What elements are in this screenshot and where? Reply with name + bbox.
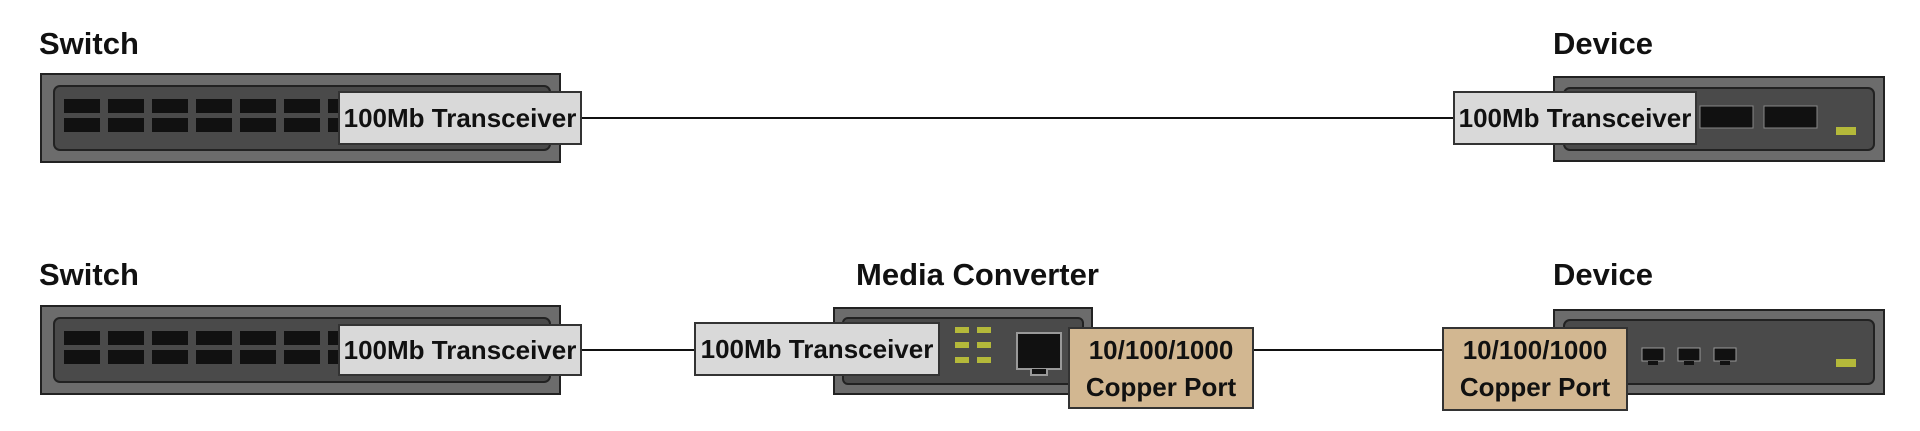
row2-device-rj45-port [1677,347,1701,365]
row1-device-transceiver: 100Mb Transceiver [1453,91,1697,145]
row1-device-sfp-port [1763,105,1818,129]
row2-switch-heading: Switch [39,257,139,292]
media-converter-copper-label-line2: Copper Port [1086,372,1237,402]
row1-switch-heading: Switch [39,26,139,61]
media-converter-transceiver: 100Mb Transceiver [694,322,940,376]
media-converter-rj45-port [1016,332,1062,376]
row2-switch-ports [64,331,340,364]
row1-switch-transceiver: 100Mb Transceiver [338,91,582,145]
row2-switch-transceiver: 100Mb Transceiver [338,324,582,376]
media-converter-copper-port: 10/100/1000 Copper Port [1068,327,1254,409]
row2-device-copper-label-line1: 10/100/1000 [1463,335,1608,365]
row1-device-sfp-port [1699,105,1754,129]
row2-device-copper-port: 10/100/1000 Copper Port [1442,327,1628,411]
row1-switch-transceiver-label: 100Mb Transceiver [344,103,577,133]
media-converter-copper-label-line1: 10/100/1000 [1089,335,1234,365]
row2-converter-heading: Media Converter [856,257,1099,292]
media-converter-leds [955,327,991,363]
row2-device-rj45-port [1713,347,1737,365]
row2-switch-transceiver-label: 100Mb Transceiver [344,335,577,365]
row2-device-copper-label-line2: Copper Port [1460,372,1611,402]
row2-device-heading: Device [1553,257,1653,292]
row1-device-transceiver-label: 100Mb Transceiver [1459,103,1692,133]
row1-device-status-led [1836,127,1856,135]
row2-device-rj45-port [1641,347,1665,365]
row1-device-heading: Device [1553,26,1653,61]
media-converter-transceiver-label: 100Mb Transceiver [701,334,934,364]
row1-switch-ports [64,99,340,132]
row2-device-status-led [1836,359,1856,367]
